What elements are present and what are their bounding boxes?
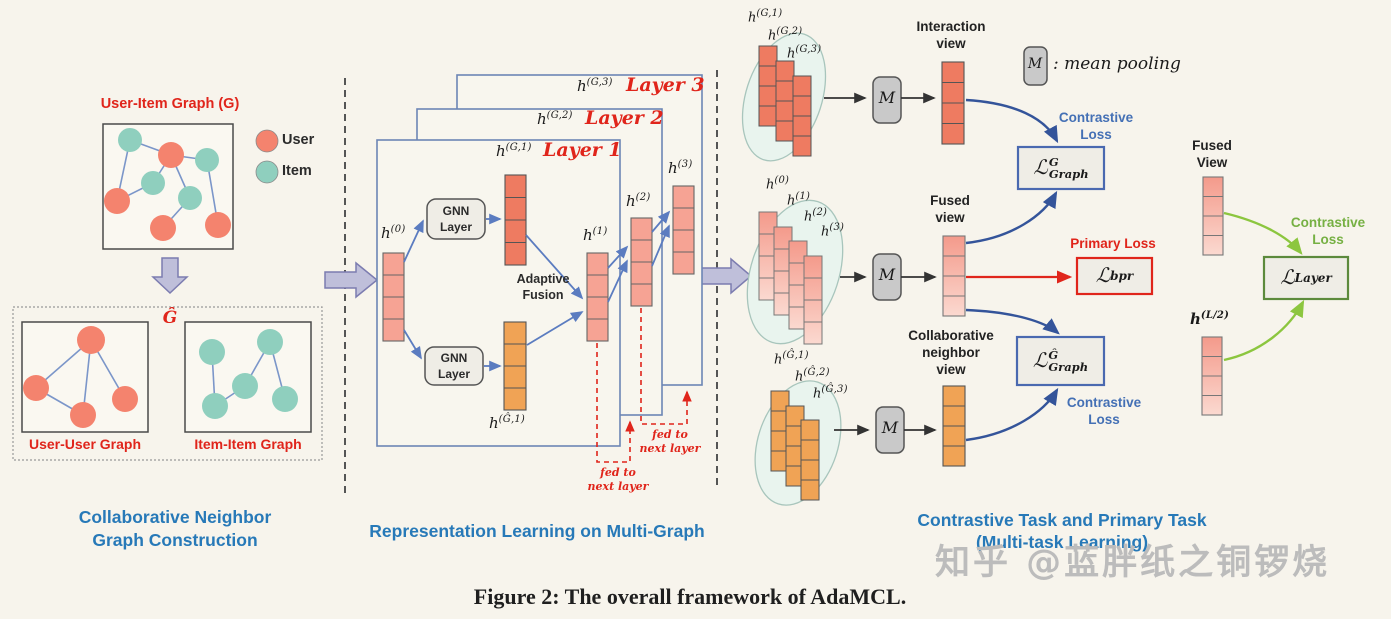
legend-item-label: Item [282,163,312,179]
group-h1-label: h(1) [787,191,811,209]
fused-view-right-bar [1202,176,1224,256]
middle-flow-arrows [403,210,671,372]
item-node-swatch [255,160,279,184]
pooling-arrows [824,92,937,436]
primary-loss-label: Primary Loss [1070,236,1156,251]
layer-loss-box [1262,255,1350,301]
hg2-header-label: h(G,2) [537,110,573,128]
layer-contrastive-curves [1223,211,1305,362]
hg1-header-label: h(G,1) [496,142,532,160]
graph-layer-bars [758,45,812,157]
group-hghat2-label: h(Ĝ,2) [795,367,830,385]
user-item-graph-title: User-Item Graph (G) [100,96,240,112]
graph-hat-loss-box [1015,335,1106,387]
group-hghat1-label: h(Ĝ,1) [774,350,809,368]
neighbor-view-bar [942,385,966,467]
group-hg1-label: h(G,1) [748,8,783,26]
mean-pool-m-3: M [881,418,899,437]
mean-pool-legend-box [1023,46,1048,86]
h3-bar [672,185,695,275]
gnn-layer-box-2 [424,346,484,386]
fused-view-bar [942,235,966,317]
left-section-caption-line2: Graph Construction [92,530,258,550]
h2-bar [630,217,653,307]
h0-bar [382,252,405,342]
group-hghat3-label: h(Ĝ,3) [813,384,848,402]
hL2-label: h(L/2) [1190,310,1230,328]
hghat1-bar [503,321,527,411]
ghat-label: Ĝ [162,308,178,328]
mean-pool-m-1: M [878,88,896,107]
left-section-caption-line1: Collaborative Neighbor [78,507,272,527]
h0-label: h(0) [381,224,406,242]
h1-bar [586,252,609,342]
hL2-bar [1201,336,1223,416]
right-section-caption-line1: Contrastive Task and Primary Task [917,510,1207,530]
h3-label: h(3) [668,159,693,177]
hghat1-label: h(Ĝ,1) [489,414,526,432]
h1-label: h(1) [583,226,608,244]
user-user-graph-box [21,321,149,433]
hg3-header-label: h(G,3) [577,77,613,95]
layer1-label: Layer 1 [543,139,622,161]
user-item-graph-nodes [104,128,231,241]
neighbor-layer-bars [770,390,820,501]
mean-pool-m-2: M [878,265,896,284]
contrastive-curves [965,98,1060,442]
user-node-swatch [255,129,279,153]
interaction-view-bar [941,61,965,145]
h2-label: h(2) [626,192,651,210]
figure-caption: Figure 2: The overall framework of AdaMC… [473,584,907,609]
group-h2-label: h(2) [804,207,828,225]
group-hg2-label: h(G,2) [768,26,803,44]
collab-graphs-dashed-box [12,306,323,461]
right-block-arrow-1 [324,261,379,299]
mean-pool-legend-m: M [1027,56,1043,72]
down-block-arrow [151,257,189,295]
group-h0-label: h(0) [766,175,790,193]
user-item-graph-box [102,123,234,250]
mean-pool-legend-text: : mean pooling [1053,54,1181,74]
item-item-graph-box [184,321,312,433]
group-hg3-label: h(G,3) [787,44,822,62]
group-h3-label: h(3) [821,222,845,240]
graph-loss-box [1016,145,1106,191]
gnn-layer-box-1 [426,198,486,240]
hg1-bar [504,174,527,266]
item-item-graph-caption: Item-Item Graph [194,436,302,452]
right-block-arrow-2 [699,257,753,295]
right-section-caption-line2: (Multi-task Learning) [975,532,1149,552]
layer1-box [376,139,621,447]
layer2-label: Layer 2 [585,107,664,129]
user-user-graph-caption: User-User Graph [28,436,142,452]
fused-layer-bars [758,211,823,345]
middle-section-caption: Representation Learning on Multi-Graph [369,521,705,541]
legend-user-label: User [282,132,315,148]
fed-to-next-layer-arrows [596,308,692,463]
legend-swatches [255,129,279,184]
mean-pool-box-1 [872,76,902,124]
watermark: 知乎 @蓝胖纸之铜锣烧 [935,543,1331,583]
layer3-label: Layer 3 [626,74,705,96]
bpr-loss-box [1075,256,1154,296]
